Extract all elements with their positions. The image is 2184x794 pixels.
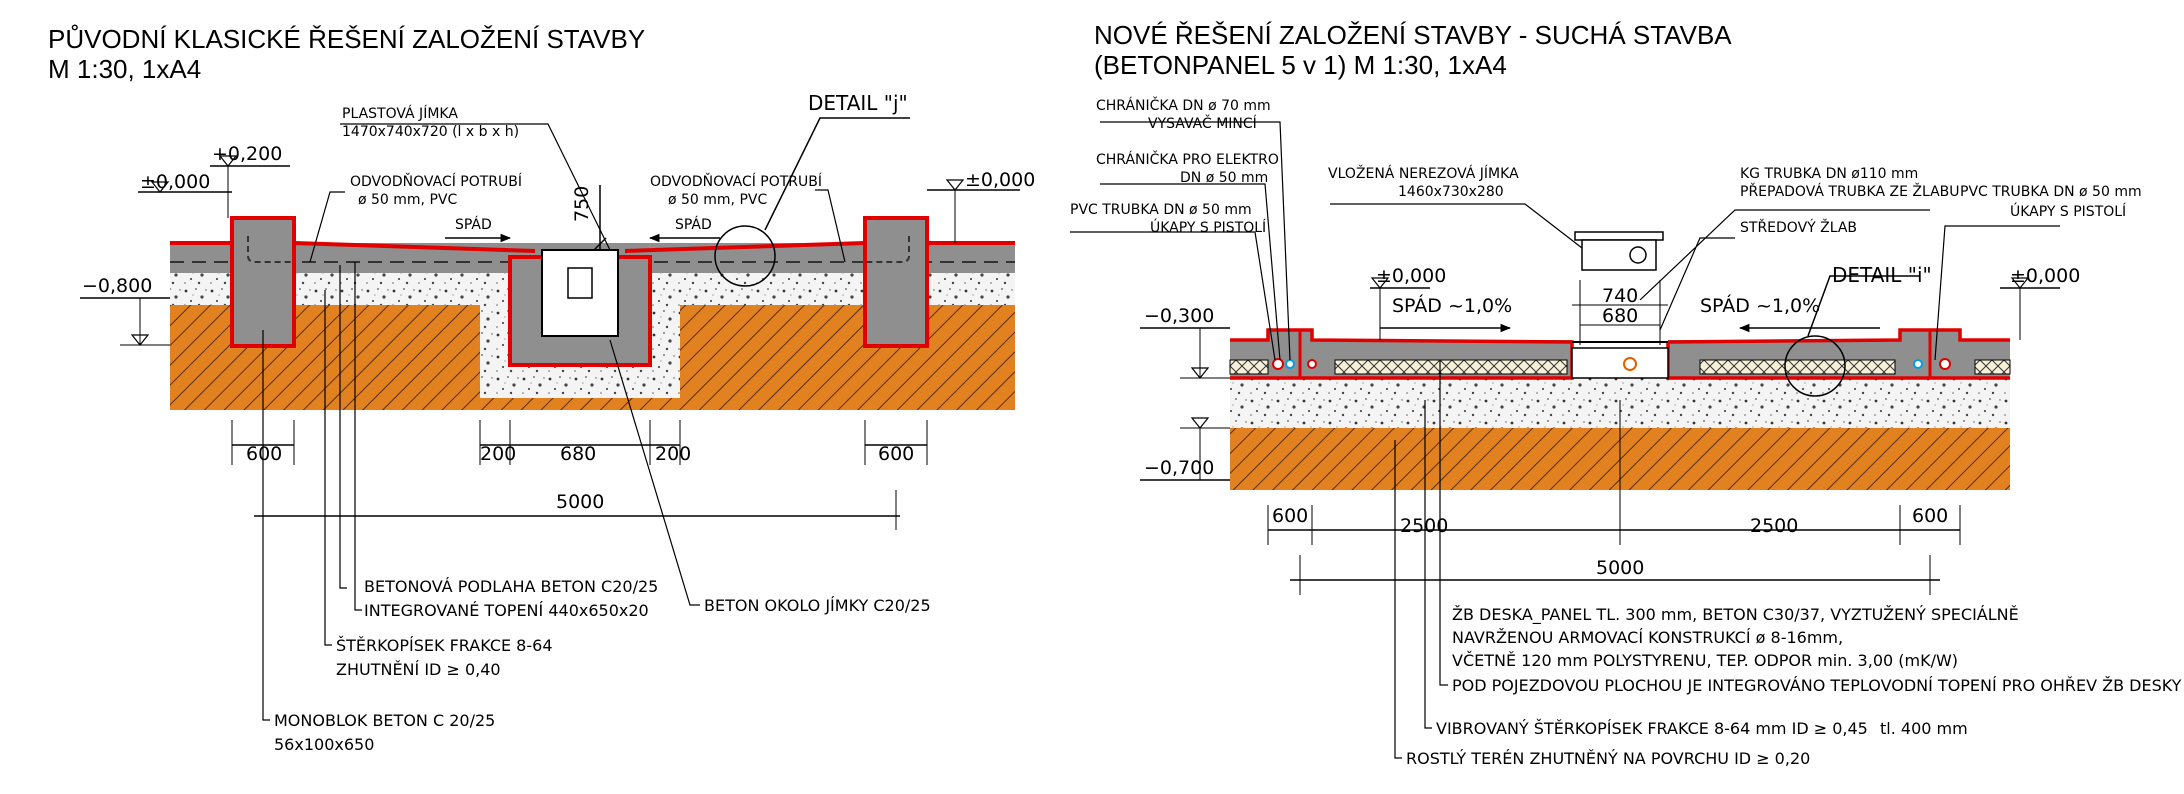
right-detail-circle <box>1784 335 1846 397</box>
right-gravel-thickness: tl. 400 mm <box>1880 719 1968 738</box>
right-kg-label-1: KG TRUBKA DN ø110 mm <box>1740 166 1918 182</box>
right-panel-label-2: NAVRŽENOU ARMOVACÍ KONSTRUKCÍ ø 8-16mm, <box>1452 628 1843 647</box>
left-section <box>80 117 1020 721</box>
right-chr70-label-1: CHRÁNIČKA DN ø 70 mm <box>1096 96 1271 114</box>
right-panel-label-4: POD POJEZDOVOU PLOCHOU JE INTEGROVÁNO TE… <box>1452 676 2182 695</box>
right-inserted-pit-top <box>1574 231 1664 241</box>
right-level-minus700: −0,700 <box>1144 457 1214 479</box>
left-drain-label-1: ODVODŇOVACÍ POTRUBÍ <box>350 173 522 190</box>
right-slope-left: SPÁD ~1,0% <box>1392 294 1512 317</box>
left-floor-label: BETONOVÁ PODLAHA BETON C20/25 <box>364 577 658 596</box>
right-panel-label-1: ŽB DESKA_PANEL TL. 300 mm, BETON C30/37,… <box>1452 605 2019 625</box>
left-level-zero-left: ±0,000 <box>140 171 210 193</box>
left-monoblock-label-1: MONOBLOK BETON C 20/25 <box>274 711 495 730</box>
right-dim-600-left: 600 <box>1272 505 1308 527</box>
left-pit-label-2: 1470x740x720 (l x b x h) <box>342 124 519 140</box>
left-dim-680: 680 <box>560 443 596 465</box>
left-monoblock-label-2: 56x100x650 <box>274 735 374 754</box>
left-title: PŮVODNÍ KLASICKÉ ŘEŠENÍ ZALOŽENÍ STAVBY <box>48 24 646 54</box>
right-level-zero-left: ±0,000 <box>1376 265 1446 287</box>
left-level-zero-right: ±0,000 <box>965 169 1035 191</box>
right-slope-right: SPÁD ~1,0% <box>1700 294 1820 317</box>
right-dim-2500-right: 2500 <box>1750 515 1798 537</box>
left-pit-concrete-label: BETON OKOLO JÍMKY C20/25 <box>704 596 931 615</box>
left-dim-600-right: 600 <box>878 443 914 465</box>
left-level-plus200: +0,200 <box>212 143 282 165</box>
right-level-zero-right: ±0,000 <box>2010 265 2080 287</box>
left-dim-5000: 5000 <box>556 491 604 513</box>
left-detail-label: DETAIL "j" <box>808 91 908 115</box>
right-insulation-left <box>1334 359 1568 375</box>
left-pit-inner <box>567 267 593 299</box>
right-kg-label-2: PŘEPADOVÁ TRUBKA ZE ŽLABU <box>1740 182 1960 200</box>
right-pvc-right-label-1: PVC TRUBKA DN ø 50 mm <box>1960 184 2142 200</box>
left-scale: M 1:30, 1xA4 <box>48 54 202 84</box>
right-pit-label-2: 1460x730x280 <box>1398 184 1504 200</box>
right-chr70-label-2: VYSAVAČ MINCÍ <box>1148 114 1257 132</box>
left-slope-label-right: SPÁD <box>675 216 712 233</box>
right-drain-label-2-left: ø 50 mm, PVC <box>668 192 767 208</box>
left-dim-600-left: 600 <box>246 443 282 465</box>
right-electro-label-2: DN ø 50 mm <box>1180 170 1268 186</box>
right-insulation-right <box>1699 359 1896 375</box>
right-pvc-right-label-2: ÚKAPY S PISTOLÍ <box>2010 202 2126 220</box>
left-dim-200-right: 200 <box>655 443 691 465</box>
right-dim-2500-left: 2500 <box>1400 515 1448 537</box>
left-dim-200-left: 200 <box>480 443 516 465</box>
right-dim-680: 680 <box>1602 305 1638 327</box>
left-gravel-label-2: ZHUTNĚNÍ ID ≥ 0,40 <box>336 660 501 679</box>
right-inserted-pit <box>1581 239 1657 271</box>
right-center-channel-label: STŘEDOVÝ ŽLAB <box>1740 218 1857 236</box>
right-gravel-label: VIBROVANÝ ŠTĚRKOPÍSEK FRAKCE 8-64 mm ID … <box>1436 719 1868 738</box>
right-soil-label: ROSTLÝ TERÉN ZHUTNĚNÝ NA POVRCHU ID ≥ 0,… <box>1406 749 1810 768</box>
right-subtitle: (BETONPANEL 5 v 1) M 1:30, 1xA4 <box>1094 50 1507 80</box>
right-detail-label: DETAIL "i" <box>1832 263 1932 287</box>
left-pit-label-1: PLASTOVÁ JÍMKA <box>342 105 458 122</box>
left-drain-label-2: ø 50 mm, PVC <box>358 192 457 208</box>
right-pvc-left-label-2: ÚKAPY S PISTOLÍ <box>1150 218 1266 236</box>
left-monoblock-left <box>230 216 296 348</box>
right-center-channel <box>1571 347 1669 379</box>
right-level-minus300: −0,300 <box>1144 305 1214 327</box>
left-slope-label-left: SPÁD <box>455 216 492 233</box>
left-level-minus800: −0,800 <box>82 275 152 297</box>
right-pit-label-1: VLOŽENÁ NEREZOVÁ JÍMKA <box>1328 164 1519 182</box>
left-dim-750: 750 <box>571 186 593 222</box>
right-dim-5000: 5000 <box>1596 557 1644 579</box>
right-dim-740: 740 <box>1602 285 1638 307</box>
right-dim-600-right: 600 <box>1912 505 1948 527</box>
right-electro-label-1: CHRÁNIČKA PRO ELEKTRO <box>1096 150 1279 168</box>
left-detail-circle <box>714 225 776 287</box>
right-pvc-left-label-1: PVC TRUBKA DN ø 50 mm <box>1070 202 1252 218</box>
left-gravel-label-1: ŠTĚRKOPÍSEK FRAKCE 8-64 <box>336 636 553 655</box>
right-panel-label-3: VČETNĚ 120 mm POLYSTYRENU, TEP. ODPOR mi… <box>1452 651 1958 670</box>
right-section <box>1070 121 2060 759</box>
left-heating-label: INTEGROVANÉ TOPENÍ 440x650x20 <box>364 601 649 620</box>
left-monoblock-right <box>863 216 929 348</box>
right-drain-label-1-left: ODVODŇOVACÍ POTRUBÍ <box>650 173 822 190</box>
right-title: NOVÉ ŘEŠENÍ ZALOŽENÍ STAVBY - SUCHÁ STAV… <box>1094 20 1732 50</box>
left-pit <box>541 249 619 337</box>
